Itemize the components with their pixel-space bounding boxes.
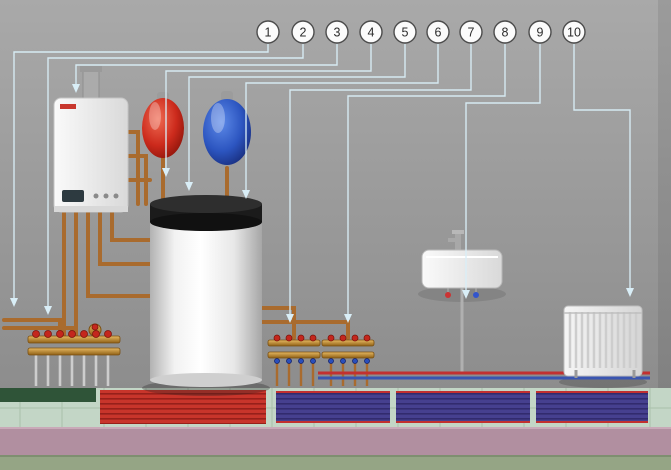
manifold-center-b (321, 334, 375, 386)
expansion-tank-red (142, 92, 184, 158)
bottom-band (0, 456, 671, 470)
callout-7-label: 7 (468, 26, 475, 40)
callouts: 1 2 3 4 5 6 7 8 (256, 20, 586, 44)
underfloor-heating-mat-red (100, 390, 266, 424)
buffer-tank-body (150, 222, 262, 380)
arrow-5-icon (185, 182, 193, 191)
callout-2: 2 (291, 20, 315, 44)
arrow-9-icon (462, 290, 470, 299)
leader-arrows (10, 84, 634, 323)
boiler-display (62, 190, 84, 202)
callout-5-label: 5 (402, 26, 409, 40)
arrow-3-icon (72, 84, 80, 93)
radiator-panel (563, 305, 643, 377)
callout-9-label: 9 (537, 26, 544, 40)
callout-7: 7 (459, 20, 483, 44)
expansion-tank-blue (203, 91, 251, 165)
arrow-6-icon (242, 190, 250, 199)
mauve-band (0, 428, 671, 456)
arrow-1-icon (10, 298, 18, 307)
copper-piping (2, 130, 350, 340)
boiler-logo (60, 104, 76, 109)
leader-line-8 (347, 44, 506, 314)
buffer-tank (150, 195, 262, 387)
callout-8-label: 8 (502, 26, 509, 40)
sink-basin (421, 249, 503, 289)
radiator-feed-pipes (574, 370, 636, 378)
callout-6-label: 6 (435, 26, 442, 40)
leader-line-4 (165, 44, 372, 168)
boiler-flue (82, 69, 100, 101)
callout-3: 3 (325, 20, 349, 44)
wall-corner-shade (658, 0, 671, 388)
callout-1-label: 1 (265, 26, 272, 40)
dark-green-mat (0, 388, 96, 402)
callout-8: 8 (493, 20, 517, 44)
underfloor-heating-mats-blue (276, 391, 648, 423)
arrow-8-icon (344, 314, 352, 323)
manifold-left-valves (32, 330, 112, 338)
callout-9: 9 (528, 20, 552, 44)
callout-6: 6 (426, 20, 450, 44)
leader-line-3 (75, 44, 338, 84)
callout-5: 5 (393, 20, 417, 44)
callout-4-label: 4 (368, 26, 375, 40)
arrow-10-icon (626, 288, 634, 297)
leader-line-5 (188, 44, 406, 182)
sink-valve-cold (473, 292, 479, 298)
sink (421, 230, 503, 372)
sink-valve-hot (445, 292, 451, 298)
callout-3-label: 3 (334, 26, 341, 40)
leader-line-9 (465, 44, 541, 290)
leader-line-6 (245, 44, 439, 190)
leader-lines (13, 44, 631, 314)
leader-line-7 (289, 44, 472, 314)
arrow-7-icon (286, 314, 294, 323)
callout-10-label: 10 (567, 26, 581, 40)
callout-10: 10 (562, 20, 586, 44)
sink-faucet (455, 234, 461, 254)
callout-1: 1 (256, 20, 280, 44)
leader-line-2 (47, 44, 304, 306)
callout-4: 4 (359, 20, 383, 44)
radiator (563, 305, 643, 378)
boiler (53, 66, 129, 213)
manifold-center-a (267, 334, 321, 386)
leader-line-1 (13, 44, 269, 298)
manifold-left (27, 330, 121, 386)
arrow-2-icon (44, 306, 52, 315)
arrow-4-icon (162, 168, 170, 177)
leader-line-10 (573, 44, 631, 288)
callout-2-label: 2 (300, 26, 307, 40)
